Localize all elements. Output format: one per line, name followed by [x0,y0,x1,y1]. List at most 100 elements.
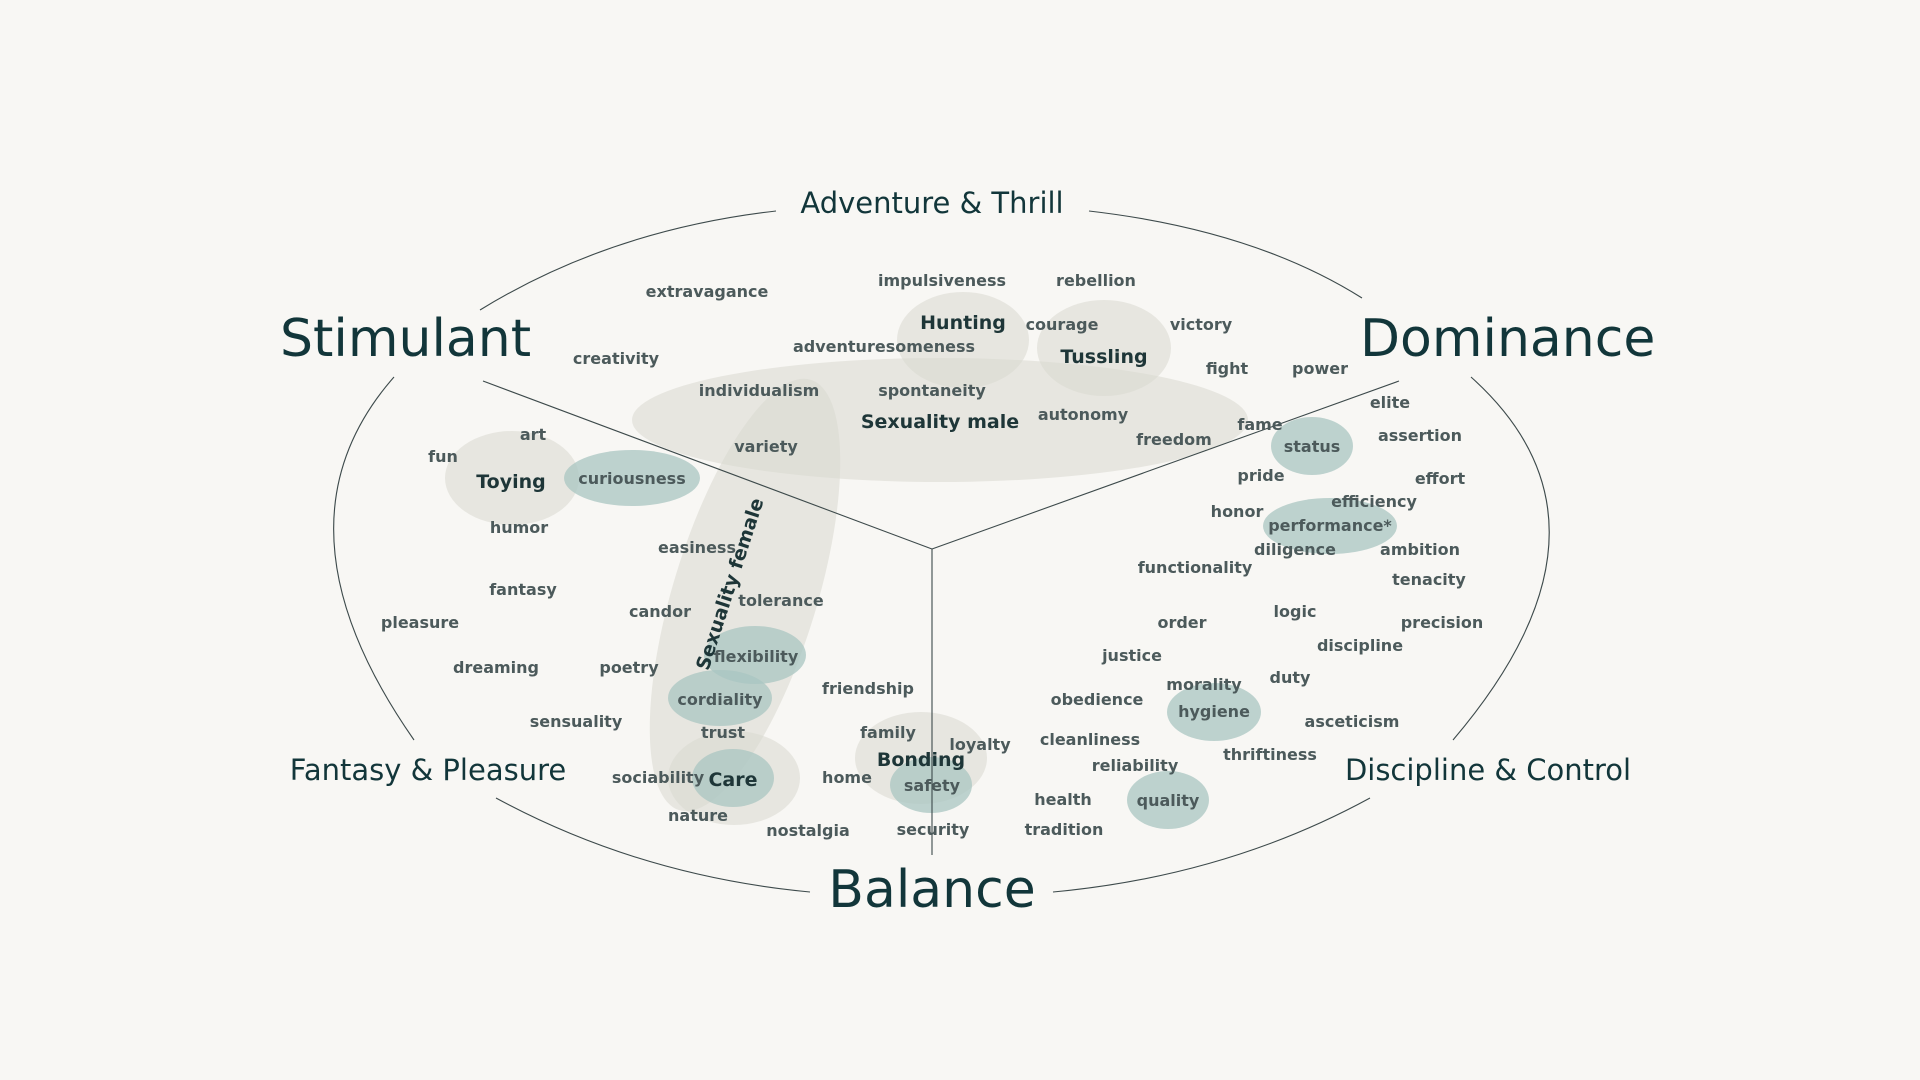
word-power: power [1292,359,1348,378]
word-obedience: obedience [1051,690,1144,709]
word-tolerance: tolerance [738,591,824,610]
word-fight: fight [1206,359,1249,378]
word-hygiene: hygiene [1178,702,1250,721]
word-family: family [860,723,916,742]
word-nostalgia: nostalgia [766,821,850,840]
word-labels: extravagance impulsiveness rebellion cre… [381,271,1483,840]
axis-dominance: Dominance [1360,309,1655,369]
hub-toying: Toying [476,471,546,493]
word-friendship: friendship [822,679,914,698]
word-tradition: tradition [1025,820,1104,839]
word-status: status [1284,437,1341,456]
word-morality: morality [1166,675,1242,694]
word-health: health [1034,790,1092,809]
word-extravagance: extravagance [646,282,769,301]
word-thriftiness: thriftiness [1223,745,1317,764]
word-precision: precision [1401,613,1484,632]
axis-stimulant: Stimulant [280,309,531,369]
word-variety: variety [734,437,798,456]
arc-right [1452,376,1550,741]
word-courage: courage [1026,315,1099,334]
region-discipline: Discipline & Control [1345,753,1631,787]
word-sociability: sociability [612,768,705,787]
word-safety: safety [904,776,961,795]
word-candor: candor [629,602,691,621]
word-performance: performance* [1268,516,1392,535]
region-adventure: Adventure & Thrill [800,186,1063,220]
word-flexibility: flexibility [714,647,799,666]
word-home: home [822,768,872,787]
divider-dominance [931,380,1400,550]
word-loyalty: loyalty [949,735,1011,754]
toying-cluster [445,431,579,525]
word-asceticism: asceticism [1305,712,1400,731]
word-pleasure: pleasure [381,613,459,632]
arc-left [333,376,415,741]
word-discipline: discipline [1317,636,1403,655]
word-order: order [1157,613,1206,632]
cluster-shapes [445,292,1397,829]
word-logic: logic [1274,602,1317,621]
word-elite: elite [1370,393,1410,412]
divider-stimulant [482,380,933,550]
word-poetry: poetry [599,658,659,677]
arc-top-right [1088,210,1363,299]
word-diligence: diligence [1254,540,1336,559]
word-curiousness: curiousness [578,469,685,488]
word-sensuality: sensuality [530,712,623,731]
word-assertion: assertion [1378,426,1462,445]
word-cleanliness: cleanliness [1040,730,1140,749]
word-humor: humor [490,518,548,537]
curiousness-cluster [564,450,700,506]
hub-sexuality-male: Sexuality male [861,411,1019,433]
hub-care: Care [708,769,757,791]
tussling-cluster [1037,300,1171,396]
word-fun: fun [428,447,458,466]
word-efficiency: efficiency [1331,492,1417,511]
word-duty: duty [1270,668,1311,687]
hygiene-cluster [1167,683,1261,741]
word-trust: trust [701,723,745,742]
word-quality: quality [1137,791,1200,810]
word-impulsiveness: impulsiveness [878,271,1006,290]
word-pride: pride [1237,466,1284,485]
word-dreaming: dreaming [453,658,539,677]
word-ambition: ambition [1380,540,1460,559]
word-honor: honor [1211,502,1264,521]
flexibility-cluster [704,626,806,684]
word-creativity: creativity [573,349,660,368]
cordiality-cluster [668,670,772,726]
word-rebellion: rebellion [1056,271,1136,290]
word-reliability: reliability [1092,756,1179,775]
care-core-cluster [692,749,774,807]
word-freedom: freedom [1136,430,1212,449]
word-tenacity: tenacity [1392,570,1466,589]
hub-hunting: Hunting [920,312,1006,334]
word-cordiality: cordiality [677,690,763,709]
word-justice: justice [1101,646,1162,665]
arc-bottom-left [495,797,811,893]
word-fantasy: fantasy [489,580,557,599]
hunting-cluster [897,292,1029,388]
word-security: security [897,820,970,839]
word-victory: victory [1170,315,1233,334]
word-adventuresomeness: adventuresomeness [793,337,975,356]
word-nature: nature [668,806,728,825]
quality-cluster [1127,771,1209,829]
word-spontaneity: spontaneity [878,381,986,400]
word-effort: effort [1415,469,1466,488]
region-fantasy: Fantasy & Pleasure [290,753,566,787]
arc-top-left [479,210,777,311]
arc-bottom-right [1052,797,1371,893]
safety-cluster [890,757,972,813]
word-individualism: individualism [699,381,820,400]
performance-cluster [1263,498,1397,554]
hub-tussling: Tussling [1060,346,1147,368]
frame-lines [333,210,1550,893]
word-fame: fame [1237,415,1282,434]
word-functionality: functionality [1138,558,1253,577]
axis-balance: Balance [828,860,1035,920]
word-easiness: easiness [658,538,736,557]
hub-bonding: Bonding [877,749,965,771]
